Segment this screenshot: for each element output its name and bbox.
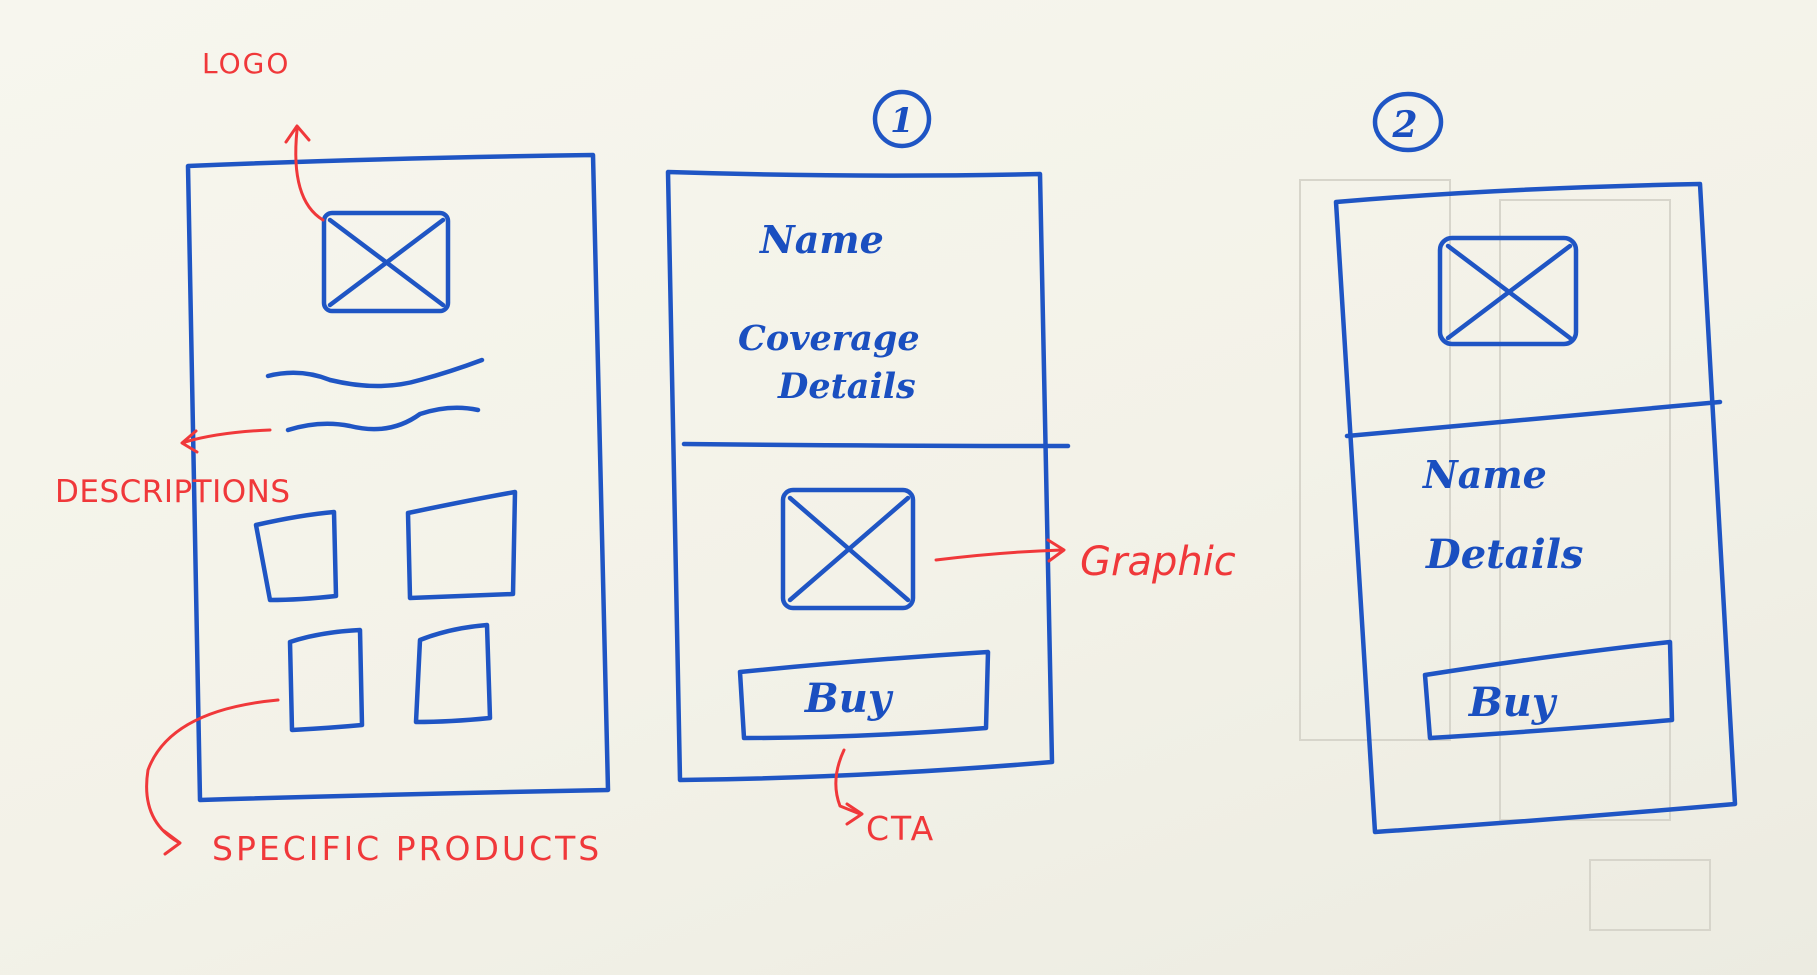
option-1-graphic-placeholder xyxy=(780,487,916,611)
option-1-buy-button: Buy xyxy=(737,649,991,741)
landing-frame xyxy=(185,152,611,803)
descriptions-annotation: DESCRIPTIONS xyxy=(55,428,291,510)
graphic-annotation: Graphic xyxy=(934,538,1236,585)
option-1-frame xyxy=(665,169,1055,783)
product-tile xyxy=(413,622,493,725)
graphic-label: Graphic xyxy=(1080,539,1236,585)
product-tile xyxy=(405,489,518,601)
option-2-divider xyxy=(1344,399,1723,439)
option-2-number-badge: 2 xyxy=(1372,91,1444,153)
description-line xyxy=(285,405,481,433)
logo-annotation: LOGO xyxy=(202,47,325,222)
wireframe-option-2: 2 Name Details Buy xyxy=(1333,91,1738,835)
option-1-number-badge: 1 xyxy=(872,89,932,149)
cta-annotation: CTA xyxy=(834,748,935,848)
option-1-details: Details xyxy=(777,366,916,407)
option-2-details: Details xyxy=(1425,531,1583,578)
cta-label: CTA xyxy=(866,809,935,848)
logo-label: LOGO xyxy=(202,47,290,80)
option-1-buy-label: Buy xyxy=(804,675,894,722)
option-1-number: 1 xyxy=(890,101,914,141)
option-1-coverage: Coverage xyxy=(738,318,920,359)
logo-image-placeholder xyxy=(321,210,451,314)
specific-products-label: SPECIFIC PRODUCTS xyxy=(212,829,602,868)
product-tile xyxy=(253,509,339,603)
wireframe-option-1: 1 Name Coverage Details Buy Graphic CTA xyxy=(665,89,1236,848)
descriptions-label: DESCRIPTIONS xyxy=(55,474,291,510)
paper-show-through xyxy=(1299,179,1711,931)
wireframe-landing: LOGO DESCRIPTIONS SPECIFIC PRODUCTS xyxy=(55,47,611,868)
option-2-number: 2 xyxy=(1391,104,1417,146)
option-2-buy-label: Buy xyxy=(1468,679,1558,726)
description-line xyxy=(265,357,485,389)
option-2-frame xyxy=(1333,181,1738,835)
option-2-buy-button: Buy xyxy=(1422,639,1675,741)
option-1-name: Name xyxy=(759,217,884,262)
option-2-name: Name xyxy=(1422,452,1547,497)
product-tile xyxy=(287,627,365,733)
specific-products-annotation: SPECIFIC PRODUCTS xyxy=(145,698,602,868)
option-2-image-placeholder xyxy=(1437,235,1579,347)
option-1-divider xyxy=(681,441,1071,449)
